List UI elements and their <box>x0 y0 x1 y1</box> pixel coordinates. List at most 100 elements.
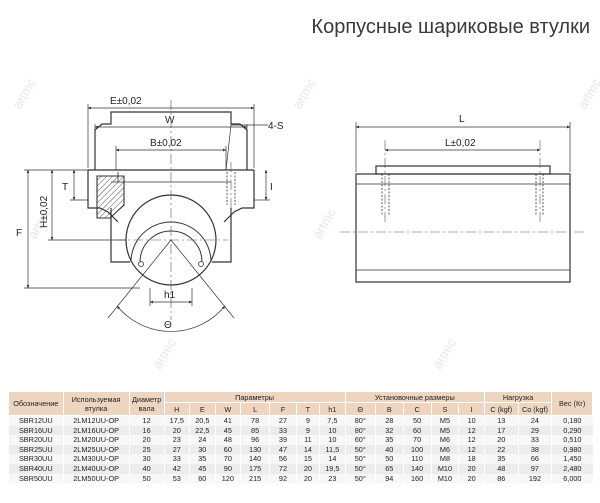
table-cell: 20 <box>128 435 165 445</box>
table-cell: 33 <box>517 435 552 445</box>
th-params: Параметры <box>163 391 346 403</box>
th-bushing: Используемая втулка <box>62 391 130 416</box>
table-cell: 30 <box>189 444 216 455</box>
table-cell: 60° <box>344 435 376 445</box>
th-mount: Установочные размеры <box>344 391 485 403</box>
table-cell: 140 <box>402 463 432 474</box>
table-cell: M10 <box>430 463 459 474</box>
table-cell: 50° <box>344 463 376 474</box>
table-cell: 80° <box>344 425 376 436</box>
table-cell: 16 <box>128 425 165 436</box>
table-cell: 24 <box>189 435 216 445</box>
table-cell: 13 <box>483 415 519 426</box>
table-cell: 20 <box>458 473 485 484</box>
table-cell: 2,480 <box>551 463 593 474</box>
table-cell: 20 <box>458 463 485 474</box>
table-cell: 56 <box>269 454 297 464</box>
table-cell: M5 <box>430 425 459 436</box>
table-cell: 12 <box>458 435 485 445</box>
th-sub: h1 <box>319 402 346 416</box>
table-cell: 50° <box>344 473 376 484</box>
table-cell: 2LM30UU-OP <box>62 454 130 464</box>
table-cell: 20 <box>295 473 320 484</box>
table-cell: 50° <box>344 444 376 455</box>
table-cell: 7,5 <box>319 415 346 426</box>
table-cell: M6 <box>430 435 459 445</box>
th-sub: L <box>240 402 271 416</box>
table-cell: 20 <box>295 463 320 474</box>
table-cell: 35 <box>483 454 519 464</box>
table-cell: 50 <box>374 454 404 464</box>
page-title: Корпусные шариковые втулки <box>311 16 590 39</box>
table-cell: 23 <box>319 473 346 484</box>
table-cell: 42 <box>163 463 190 474</box>
table-cell: 47 <box>269 444 297 455</box>
table-cell: 78 <box>240 415 270 426</box>
front-view-labels: E±0,02 W B±0,02 4-S T H±0,02 F I h1 Θ <box>16 96 284 331</box>
table-cell: 120 <box>214 473 241 484</box>
table-cell: 24 <box>517 415 552 426</box>
dim-b-label: B±0,02 <box>150 138 182 149</box>
table-cell: 10 <box>319 425 346 436</box>
table-cell: 11 <box>295 435 320 445</box>
table-cell: SBR16UU <box>8 425 64 436</box>
dim-c-label: L±0,02 <box>445 138 476 149</box>
table-cell: SBR12UU <box>8 415 64 426</box>
table-cell: 41 <box>214 415 241 426</box>
table-cell: 50 <box>128 473 165 484</box>
table-cell: 110 <box>402 454 432 464</box>
table-cell: SBR50UU <box>8 473 64 484</box>
th-sub: E <box>189 402 216 416</box>
table-cell: 72 <box>269 463 297 474</box>
table-cell: 130 <box>240 444 270 455</box>
table-cell: 20 <box>163 425 190 436</box>
table-cell: 12 <box>458 444 485 455</box>
table-cell: SBR20UU <box>8 435 64 445</box>
table-cell: 22 <box>483 444 519 455</box>
th-sub: T <box>295 402 321 416</box>
table-cell: 192 <box>517 473 552 484</box>
table-cell: 0,510 <box>551 435 593 445</box>
table-cell: 94 <box>374 473 404 484</box>
table-cell: 27 <box>269 415 297 426</box>
table-cell: 29 <box>517 425 552 436</box>
th-load: Нагрузка <box>483 391 553 403</box>
th-sub: I <box>458 402 485 416</box>
table-cell: 12 <box>128 415 165 426</box>
table-cell: 2LM25UU-OP <box>62 444 130 455</box>
table-cell: 40 <box>374 444 404 455</box>
table-cell: 65 <box>374 463 404 474</box>
th-sub: W <box>214 402 242 416</box>
table-cell: 60 <box>189 473 216 484</box>
table-cell: 0,290 <box>551 425 593 436</box>
side-view-labels: L L±0,02 <box>445 114 476 149</box>
table-cell: 48 <box>483 463 519 474</box>
th-weight: Вес (Кг) <box>551 391 593 416</box>
dim-l-label: L <box>459 114 465 125</box>
table-cell: 86 <box>483 473 519 484</box>
th-designation: Обозначение <box>8 391 64 416</box>
table-cell: 39 <box>269 435 297 445</box>
table-cell: 18 <box>458 454 485 464</box>
table-cell: 19,5 <box>319 463 346 474</box>
table-cell: 50° <box>344 454 376 464</box>
table-cell: 60 <box>402 425 432 436</box>
table-cell: 35 <box>189 454 216 464</box>
section-hatch <box>96 175 125 219</box>
side-view <box>355 165 571 283</box>
dim-w-label: W <box>165 115 175 126</box>
table-cell: 53 <box>163 473 190 484</box>
table-cell: M6 <box>430 444 459 455</box>
table-cell: 20 <box>483 435 519 445</box>
table-cell: 28 <box>374 415 404 426</box>
table-cell: 2LM50UU-OP <box>62 473 130 484</box>
table-cell: 175 <box>240 463 270 474</box>
table-cell: 48 <box>214 435 241 445</box>
table-cell: 12 <box>458 425 485 436</box>
